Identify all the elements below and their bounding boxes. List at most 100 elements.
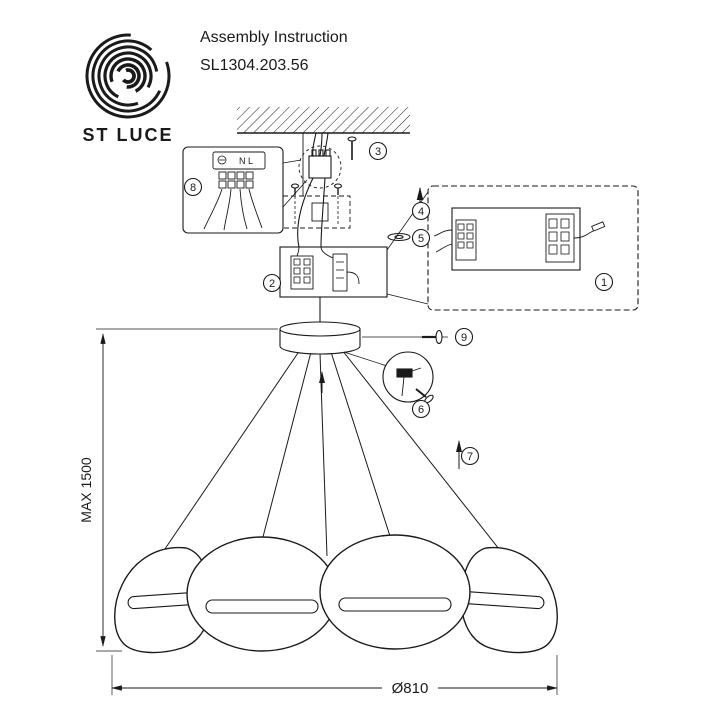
- cable-gripper-detail: [343, 351, 434, 404]
- terminal-cell: [548, 231, 558, 242]
- plate-outline: [282, 195, 351, 229]
- shade-body: [319, 534, 471, 650]
- callout-circle: [368, 141, 388, 161]
- terminal-cell: [218, 180, 227, 189]
- callout-circle: [411, 228, 431, 248]
- screw-shaft: [415, 388, 427, 398]
- callout-number: 4: [418, 206, 424, 218]
- callout-circle: [460, 446, 480, 466]
- shade-center-right: [319, 534, 471, 650]
- model-number: SL1304.203.56: [200, 57, 309, 74]
- cable: [151, 349, 301, 569]
- inset-frame: [427, 185, 639, 311]
- driver-wire: [433, 229, 453, 237]
- shade-right-petal: [457, 546, 558, 654]
- magnify-leader-line: [386, 191, 429, 251]
- callout-2: 2: [262, 273, 282, 293]
- driver-detail-inset: [427, 185, 639, 311]
- terminal-cell: [466, 223, 474, 231]
- terminal-cell: [466, 241, 474, 249]
- terminal-cell: [293, 258, 301, 266]
- callout-circle: [411, 201, 431, 221]
- callout-circle: [411, 399, 431, 419]
- brand-name: ST LUCE: [82, 125, 173, 145]
- callout-number: 6: [418, 404, 424, 416]
- quick-connector: [308, 155, 332, 179]
- callout-1: 1: [594, 272, 614, 292]
- logo-swirl-ring: [91, 39, 165, 113]
- wire-connector-assembly: [297, 132, 357, 248]
- callout-6: 6: [411, 399, 431, 419]
- callout-number: 5: [418, 233, 424, 245]
- shade-slot: [338, 597, 452, 612]
- terminal-cell: [236, 171, 245, 180]
- screw-head: [333, 183, 343, 189]
- ceiling-wire: [312, 132, 317, 157]
- terminal-cell: [245, 171, 254, 180]
- logo-swirl-ring: [120, 68, 136, 84]
- inset-leader-line: [282, 179, 308, 208]
- terminal-cell: [548, 218, 558, 229]
- ceiling-wire: [323, 132, 329, 157]
- suspension-cables: [151, 349, 515, 569]
- callout-number: 3: [375, 146, 381, 158]
- terminal-cell: [227, 180, 236, 189]
- logo-swirl-ring: [109, 57, 147, 95]
- terminal-cell: [218, 171, 227, 180]
- terminal-cell: [245, 180, 254, 189]
- terminal-cell: [457, 241, 465, 249]
- gripper-cable: [401, 376, 405, 397]
- callout-circle: [183, 177, 203, 197]
- terminal-block: [218, 171, 254, 189]
- dimension-height: MAX 1500: [78, 328, 278, 652]
- ground-symbol-icon: [217, 155, 227, 165]
- cable: [330, 351, 398, 559]
- magnify-leader-line: [386, 293, 429, 305]
- screw-head: [290, 183, 300, 189]
- connector-pin: [318, 149, 324, 157]
- callout-8: 8: [183, 177, 203, 197]
- box-wire: [346, 271, 360, 285]
- callout-number: 2: [269, 278, 275, 290]
- callout-9: 9: [454, 327, 474, 347]
- cable: [256, 351, 312, 561]
- terminal-wire: [203, 188, 223, 230]
- screw-icon: [347, 136, 357, 160]
- terminal-cell: [227, 171, 236, 180]
- washer-inner: [394, 234, 404, 240]
- terminal-detail-inset: N L: [182, 146, 308, 234]
- junction-box: [279, 191, 429, 305]
- washer-icon: [387, 232, 411, 242]
- screw-icon: [333, 183, 343, 226]
- callout-5: 5: [411, 228, 431, 248]
- callout-circle: [262, 273, 282, 293]
- shade-slot: [205, 599, 319, 614]
- terminal-wire: [248, 188, 263, 229]
- page-title: Assembly Instruction: [200, 29, 348, 46]
- driver-body: [451, 207, 581, 271]
- terminal-cell: [293, 267, 301, 275]
- canopy-screw: [362, 329, 448, 345]
- junction-box-frame: [279, 246, 388, 298]
- terminal-cell: [236, 180, 245, 189]
- height-dimension-label: MAX 1500: [78, 457, 94, 523]
- terminal-cell: [560, 244, 570, 255]
- callouts: 1 2 3 4 5 6 7: [183, 141, 614, 466]
- mounting-plate: [282, 183, 351, 229]
- terminal-cell: [466, 232, 474, 240]
- ceiling-hatch: [237, 107, 410, 133]
- inset-frame: [182, 146, 284, 234]
- ceiling-section: [237, 107, 410, 134]
- diameter-dimension-label: Ø810: [392, 680, 429, 697]
- gripper-cable: [411, 367, 422, 372]
- connector-pin: [325, 149, 331, 157]
- terminal-cell: [560, 218, 570, 229]
- logo-swirl-ring: [103, 51, 153, 101]
- leader-line: [343, 351, 388, 367]
- canopy: [279, 297, 361, 393]
- logo-swirl-ring: [85, 33, 171, 119]
- driver-left-connector: [455, 219, 477, 261]
- brand-logo: [85, 33, 171, 119]
- cable: [341, 349, 515, 569]
